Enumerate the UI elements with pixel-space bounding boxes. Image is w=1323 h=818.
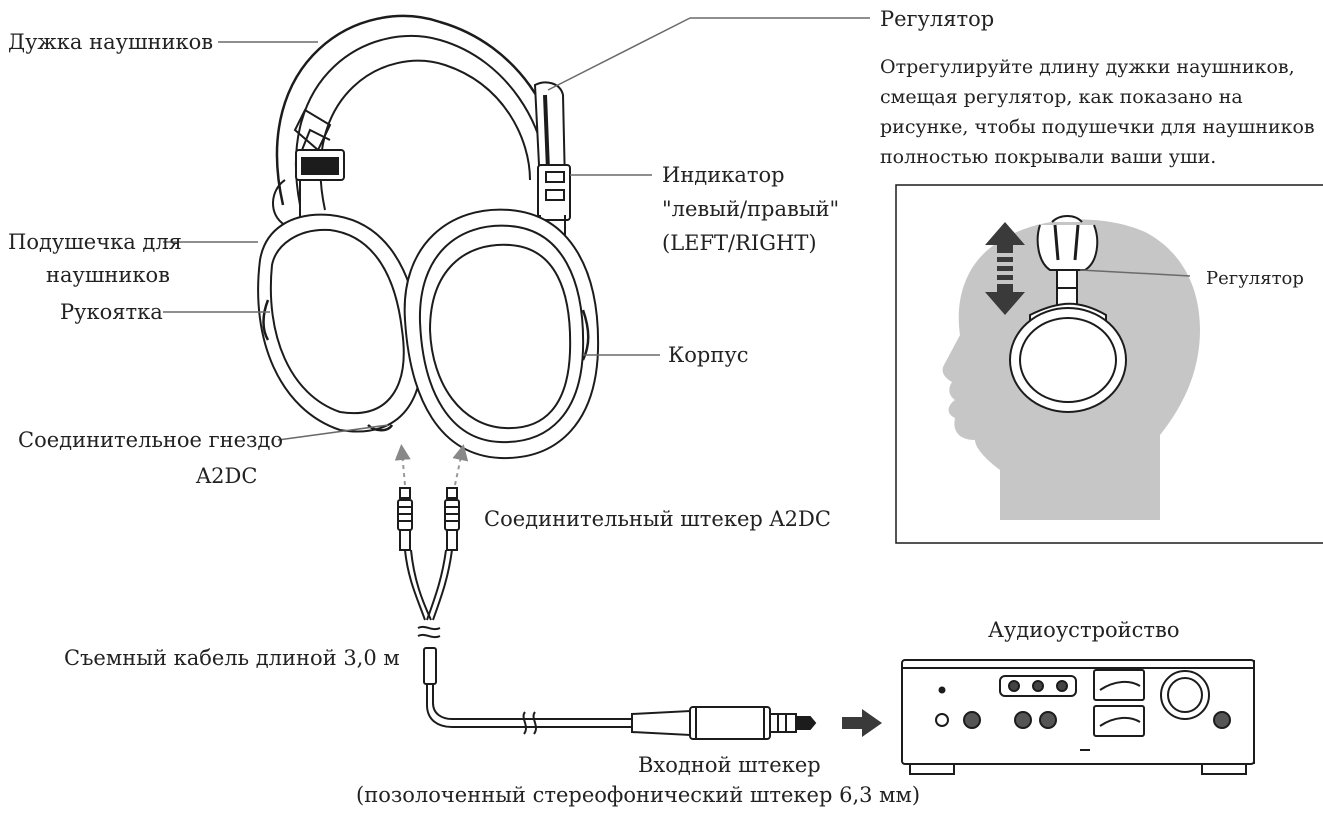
audio-device-label: Аудиоустройство <box>988 618 1180 642</box>
connect-arrow <box>842 709 882 737</box>
slider-label: Регулятор <box>880 7 995 31</box>
jack-label-line1: Соединительное гнездо <box>18 428 284 452</box>
housing-label: Корпус <box>668 343 749 367</box>
lr-indicator-label-line2: "левый/правый" <box>662 197 840 221</box>
lr-indicator-label-line3: (LEFT/RIGHT) <box>662 231 817 255</box>
cable-illustration <box>394 444 817 740</box>
headphones-illustration <box>257 14 600 460</box>
grip-label: Рукоятка <box>60 300 163 324</box>
cable-label: Съемный кабель длиной 3,0 м <box>64 646 400 670</box>
slider-note-line: рисунке, чтобы подушечки для наушников <box>880 116 1315 138</box>
slider-note: Отрегулируйте длину дужки наушников, сме… <box>880 52 1315 172</box>
lr-indicator-label-line1: Индикатор <box>662 163 785 187</box>
slider-note-line: Отрегулируйте длину дужки наушников, <box>880 56 1295 78</box>
input-plug-label-line2: (позолоченный стереофонический штекер 6,… <box>356 783 921 807</box>
plug-label: Соединительный штекер A2DC <box>484 507 831 531</box>
slider-note-line: полностью покрывали ваши уши. <box>880 146 1217 168</box>
adjustment-inset <box>895 184 1323 544</box>
adjust-arrow <box>985 222 1025 315</box>
audio-device-illustration <box>901 659 1255 775</box>
ear-pad-label-line2: наушников <box>46 263 170 287</box>
jack-label-line2: A2DC <box>196 464 258 488</box>
ear-pad-label-line1: Подушечка для <box>8 230 182 254</box>
slider-note-line: смещая регулятор, как показано на <box>880 86 1243 108</box>
leader-lines <box>163 17 870 441</box>
headband-label: Дужка наушников <box>8 30 214 54</box>
left-earcup <box>257 213 423 433</box>
input-plug-label-line1: Входной штекер <box>638 753 821 777</box>
right-earcup <box>403 208 600 460</box>
inset-slider-label: Регулятор <box>1206 268 1304 289</box>
